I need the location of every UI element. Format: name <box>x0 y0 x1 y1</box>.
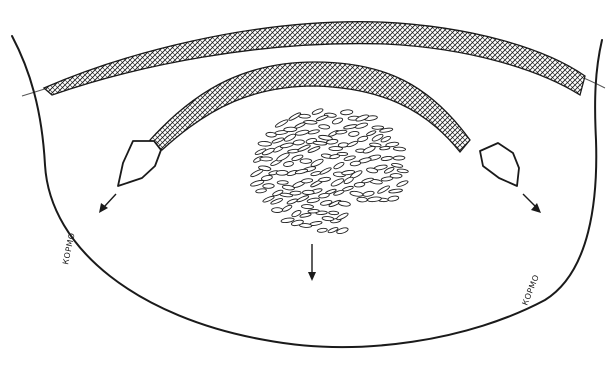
fish <box>266 132 277 137</box>
fish <box>344 155 356 161</box>
left-otter-board <box>118 141 161 186</box>
fish <box>319 124 330 129</box>
fish <box>255 188 266 193</box>
fish <box>260 157 273 161</box>
right-arrow <box>523 194 541 213</box>
fish <box>294 122 306 129</box>
fish <box>301 204 313 209</box>
fish <box>390 174 402 179</box>
fish <box>329 147 343 151</box>
fish <box>316 114 329 121</box>
fish <box>346 140 358 147</box>
fish <box>280 142 294 148</box>
fish <box>276 170 288 175</box>
fish <box>277 181 288 185</box>
fish <box>295 129 309 136</box>
fish <box>393 156 405 160</box>
fish <box>372 126 384 130</box>
fish <box>389 188 403 193</box>
fish <box>362 145 376 154</box>
fish <box>295 168 308 174</box>
fish <box>350 161 361 167</box>
fish <box>348 131 359 137</box>
fish <box>377 185 391 195</box>
fish <box>329 211 339 215</box>
fish <box>357 197 368 202</box>
fish <box>318 177 330 183</box>
fish <box>258 141 272 146</box>
fish <box>275 119 289 129</box>
fish <box>333 161 345 170</box>
fish <box>355 114 369 123</box>
fish <box>350 191 364 198</box>
right-otter-board <box>480 143 519 186</box>
center-arrow <box>308 244 316 281</box>
fish <box>307 197 320 203</box>
left-arrow <box>99 194 116 213</box>
fish <box>354 182 365 188</box>
fish-school <box>250 108 409 235</box>
fish <box>271 137 284 144</box>
fish <box>363 190 375 197</box>
fish <box>330 177 345 187</box>
fish <box>340 109 353 115</box>
fish <box>263 184 275 189</box>
fish <box>301 178 313 183</box>
fish <box>380 146 391 150</box>
fish <box>250 168 264 178</box>
fish <box>397 169 409 174</box>
fish <box>318 193 329 199</box>
fish <box>313 141 327 146</box>
fish <box>366 130 376 137</box>
fish <box>355 122 368 129</box>
fish <box>393 147 405 151</box>
fish <box>299 114 311 118</box>
left-side-label: КОРМО <box>61 232 77 266</box>
fish <box>357 135 368 142</box>
fish <box>317 228 327 233</box>
fish <box>310 171 321 177</box>
fish <box>300 213 312 218</box>
fish <box>338 201 351 207</box>
fish <box>396 180 409 188</box>
fish <box>293 139 305 145</box>
fish <box>290 191 301 195</box>
fish <box>262 147 276 156</box>
fish <box>387 195 399 202</box>
fish <box>322 216 334 221</box>
fish <box>319 167 332 176</box>
fish <box>272 208 283 213</box>
fish <box>287 198 299 205</box>
fish <box>283 161 294 167</box>
fish <box>343 176 354 185</box>
fish <box>308 129 320 135</box>
fish <box>250 179 264 187</box>
fish <box>308 209 319 213</box>
fish <box>276 152 291 163</box>
fish <box>302 190 314 194</box>
fish <box>310 158 324 168</box>
fish <box>300 159 312 164</box>
fish <box>312 108 324 116</box>
fish <box>282 204 293 212</box>
right-side-label: КОРМО <box>521 273 542 307</box>
fish <box>332 117 344 125</box>
fish <box>381 156 393 161</box>
